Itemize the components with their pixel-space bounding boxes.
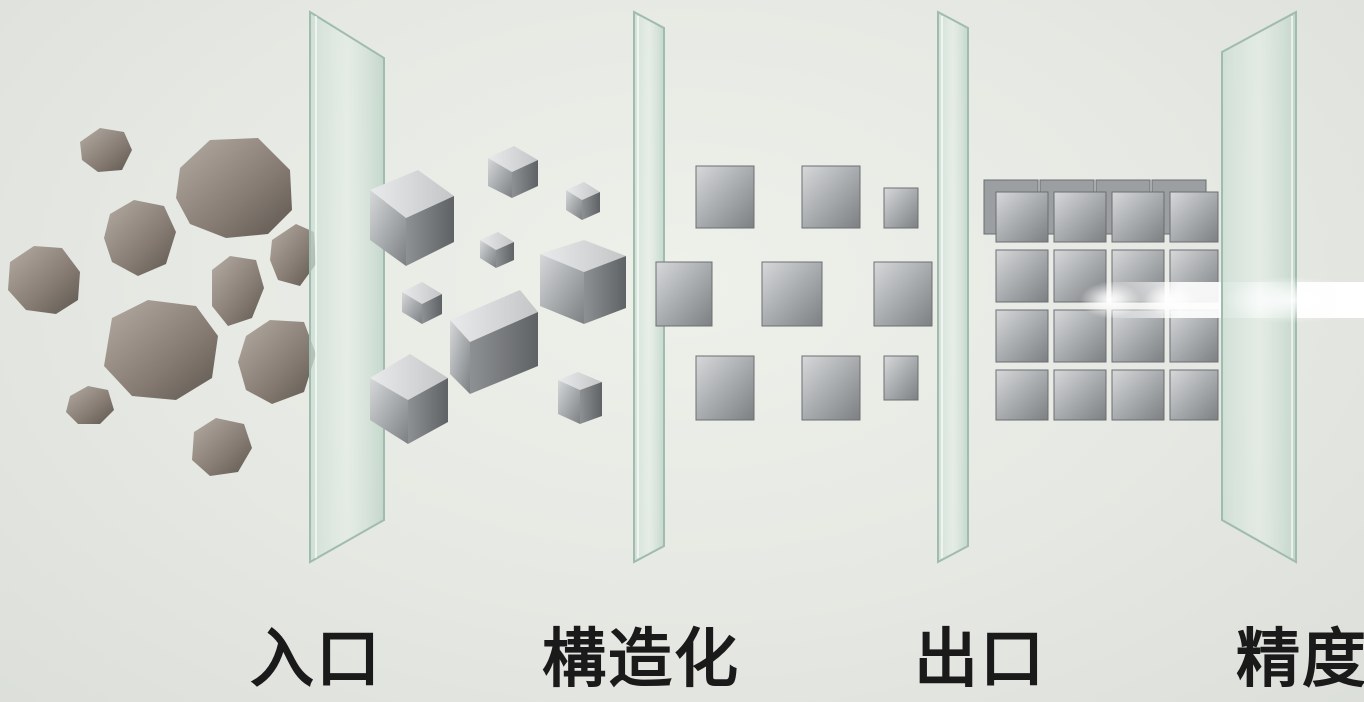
- aligned-cubes-grid: [655, 165, 933, 421]
- tumbling-cubes: [370, 146, 626, 444]
- glass-pane-3: [937, 10, 969, 564]
- glass-pane-2: [633, 10, 665, 564]
- stage-label-exit: 出口: [914, 623, 1046, 697]
- stage-label-structuring: 構造化: [542, 623, 740, 697]
- assembled-cube-block: [983, 179, 1219, 421]
- stage-label-entrance: 入口: [250, 623, 382, 697]
- glass-pane-1: [309, 10, 385, 564]
- rock-cluster: [8, 128, 316, 476]
- glass-pane-4: [1221, 10, 1364, 564]
- stage-label-precision: 精度: [1236, 623, 1364, 697]
